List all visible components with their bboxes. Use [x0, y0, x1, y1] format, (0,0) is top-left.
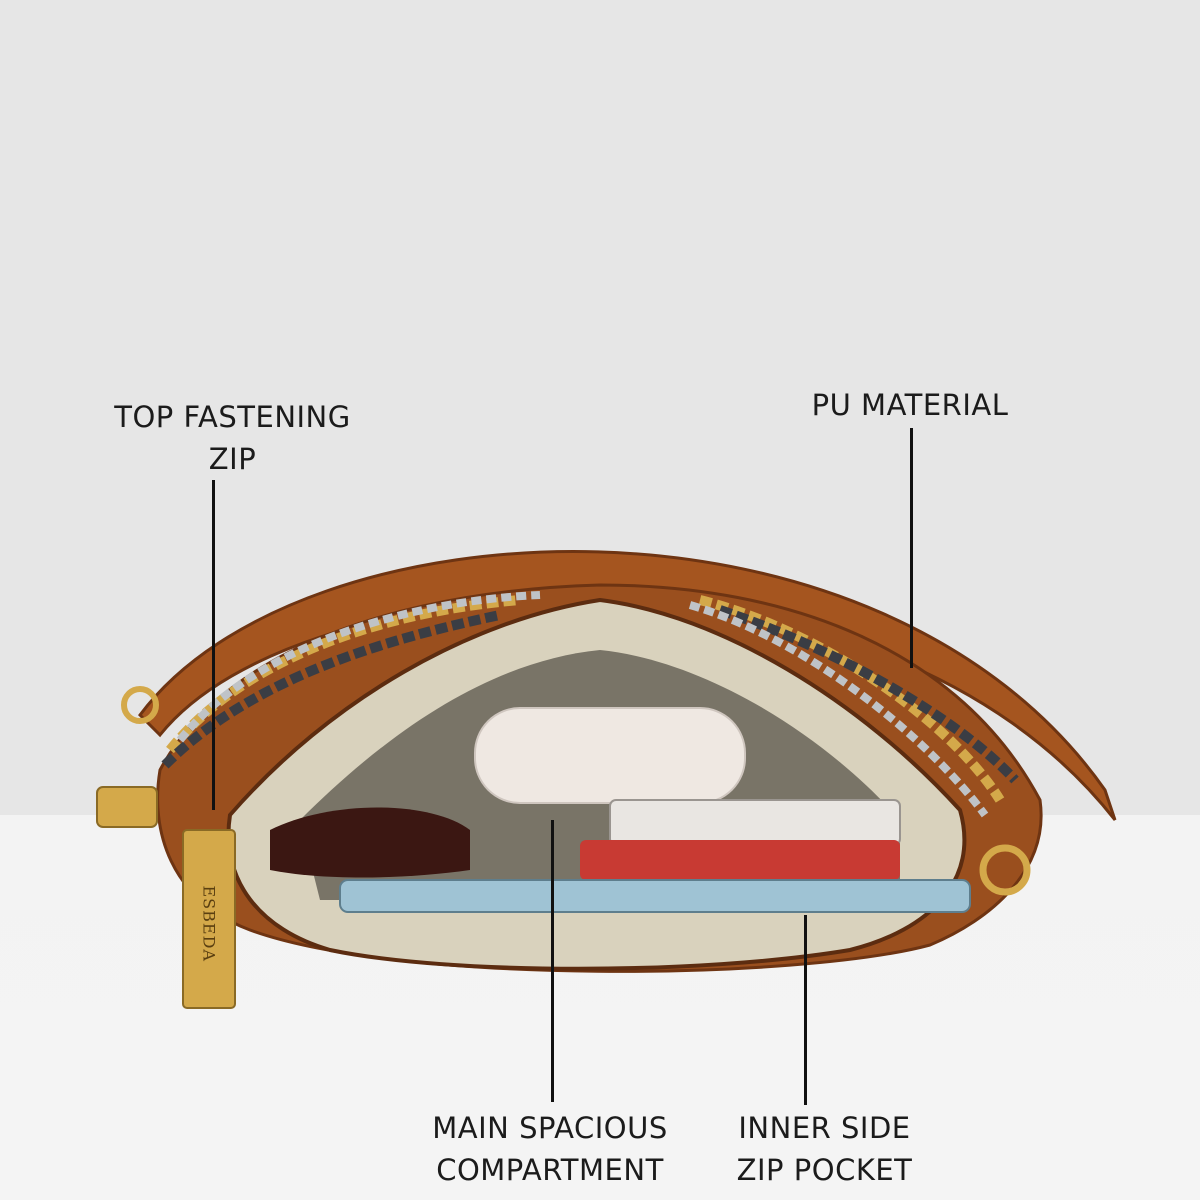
callout-pu-material-line1: PU MATERIAL — [811, 388, 1009, 422]
brand-tag — [182, 829, 236, 1009]
callout-top-fastening-zip: TOP FASTENING ZIP — [110, 396, 355, 480]
leader-line-main-compartment — [551, 820, 554, 1102]
callout-pu-material: PU MATERIAL — [805, 384, 1015, 426]
leader-line-top-zip — [212, 480, 215, 810]
callout-top-zip-line1: TOP FASTENING — [114, 400, 351, 434]
red-card-holder — [580, 840, 900, 880]
leader-line-inner-pocket — [804, 915, 807, 1105]
callout-main-compartment: MAIN SPACIOUS COMPARTMENT — [425, 1107, 675, 1191]
brand-tag-text: ESBEDA — [199, 885, 219, 962]
callout-top-zip-line2: ZIP — [208, 442, 257, 476]
chain-silver-left — [176, 591, 541, 743]
strap-ring-left — [121, 686, 159, 724]
leader-line-pu-material — [910, 428, 913, 668]
chain-gunmetal-right — [718, 605, 1019, 784]
earbuds-case — [474, 707, 746, 804]
callout-inner-side-zip-pocket: INNER SIDE ZIP POCKET — [732, 1107, 917, 1191]
smartphone — [339, 879, 971, 913]
zip-end-cap — [96, 786, 158, 828]
chain-silver-right — [688, 601, 989, 818]
callout-main-compartment-line2: COMPARTMENT — [436, 1153, 664, 1187]
callout-inner-pocket-line1: INNER SIDE — [738, 1111, 911, 1145]
callout-main-compartment-line1: MAIN SPACIOUS — [432, 1111, 668, 1145]
strap-ring-right — [979, 844, 1031, 896]
card-wallet — [609, 799, 901, 846]
sunglasses — [270, 807, 470, 878]
callout-inner-pocket-line2: ZIP POCKET — [736, 1153, 913, 1187]
